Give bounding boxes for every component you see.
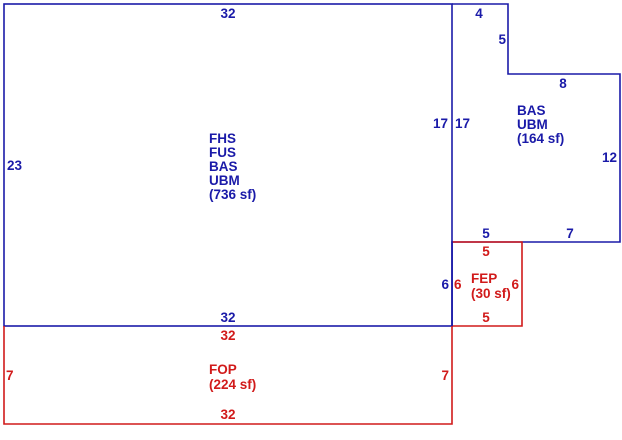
fep-area-sf: (30 sf) — [471, 286, 511, 301]
open-porch-outline — [3, 326, 453, 425]
dim-add-top-right: 8 — [559, 76, 567, 91]
dim-fop-bottom: 32 — [220, 407, 235, 422]
dim-add-top-step: 4 — [475, 6, 483, 21]
fop-area-sf: (224 sf) — [209, 377, 256, 392]
main-code-1: FHS — [209, 131, 236, 146]
dim-add-bottom-left: 5 — [482, 226, 490, 241]
dim-main-right-lower: 6 — [441, 277, 449, 292]
dim-main-left: 23 — [7, 158, 23, 173]
dim-add-left: 17 — [455, 116, 470, 131]
dim-main-bottom: 32 — [220, 310, 235, 325]
addition-code-2: UBM — [517, 117, 548, 132]
main-code-4: UBM — [209, 173, 240, 188]
enclosed-porch-outline — [452, 241, 523, 327]
addition-code-1: BAS — [517, 103, 546, 118]
addition-area-sf: (164 sf) — [517, 131, 564, 146]
dim-main-top: 32 — [220, 6, 235, 21]
dim-fop-top: 32 — [220, 328, 235, 343]
dim-fep-bottom: 5 — [482, 310, 490, 325]
dim-fop-right: 7 — [441, 368, 449, 383]
dim-fep-right: 6 — [511, 277, 519, 292]
main-area-sf: (736 sf) — [209, 187, 256, 202]
dim-main-right-upper: 17 — [433, 116, 448, 131]
main-code-2: FUS — [209, 145, 236, 160]
main-code-3: BAS — [209, 159, 238, 174]
dim-fep-left: 6 — [454, 277, 462, 292]
fep-code: FEP — [471, 271, 497, 286]
fop-code: FOP — [209, 362, 237, 377]
main-building-outline — [3, 3, 453, 327]
addition-outline — [452, 3, 621, 243]
dim-add-right: 12 — [602, 150, 617, 165]
dim-add-bottom-right: 7 — [566, 226, 574, 241]
dim-fep-top: 5 — [482, 244, 490, 259]
dim-fop-left: 7 — [6, 368, 14, 383]
dim-add-step-down: 5 — [498, 32, 506, 47]
